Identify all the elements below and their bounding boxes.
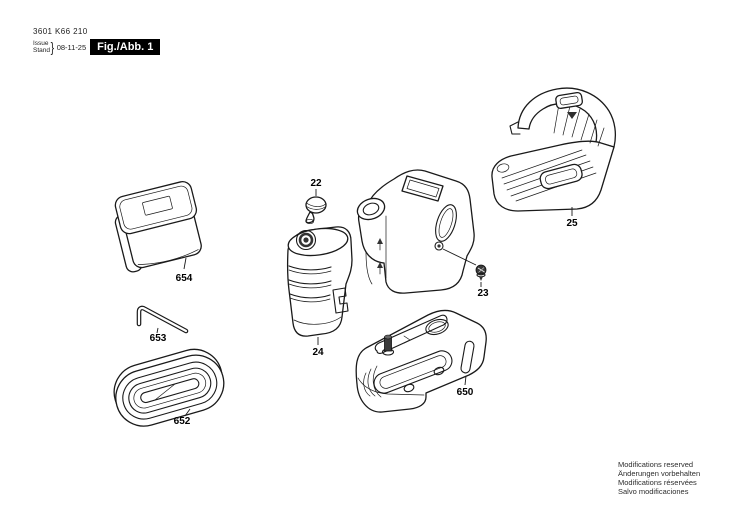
part-24-front-housing-drawing: 24 [286,226,353,358]
issue-date: 08-11-25 [56,42,87,52]
part-650-base-drawing: 650 [355,309,487,413]
part-number: 3601 K66 210 [33,27,88,36]
note-line-es: Salvo modificaciones [618,487,689,496]
part-652-strap-drawing: 652 [113,348,225,427]
issue-label: Issue [33,40,49,47]
part-label-22: 22 [310,178,322,189]
note-line-en: Modifications reserved [618,460,694,469]
part-25-shell-drawing: 25 [491,87,616,229]
figure-label: Fig./Abb. 1 [97,40,154,53]
part-654-pouch-drawing: 654 [114,181,202,284]
part-label-654: 654 [176,273,193,284]
part-label-24: 24 [312,347,324,358]
brace-glyph: } [50,39,55,55]
stand-label: Stand [33,47,50,54]
issue-stand-label: Issue Stand [33,40,50,54]
main-body-drawing [356,169,475,294]
part-label-650: 650 [457,387,474,398]
note-line-fr: Modifications réservées [618,478,697,487]
part-label-23: 23 [477,288,489,299]
part-22-cap-drawing: 22 [305,178,327,225]
part-label-653: 653 [150,333,167,344]
figure-label-box: Fig./Abb. 1 [90,39,161,55]
note-line-de: Änderungen vorbehalten [618,469,701,478]
drawing-header: 3601 K66 210 Issue Stand } 08-11-25 Fig.… [33,27,161,55]
part-23-screw-drawing: 23 [442,248,489,299]
modifications-note: Modifications reserved Änderungen vorbeh… [618,460,700,496]
part-label-652: 652 [174,416,191,427]
part-label-25: 25 [566,218,578,229]
part-653-hex-key-drawing: 653 [136,305,189,344]
issue-row: Issue Stand } 08-11-25 Fig./Abb. 1 [33,39,161,55]
